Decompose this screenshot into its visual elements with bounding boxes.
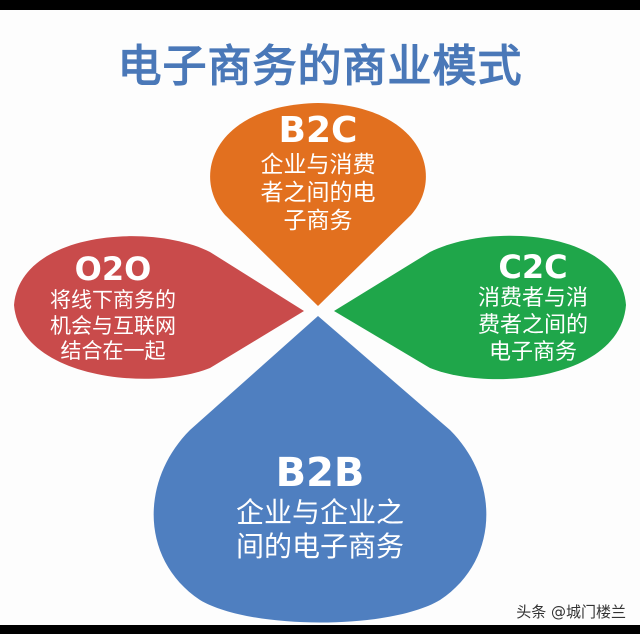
b2b-desc-line: 间的电子商务 [235, 530, 404, 564]
b2c-desc: 企业与消费 者之间的电 子商务 [218, 151, 418, 235]
b2b-desc-line: 企业与企业之 [235, 496, 404, 529]
c2c-petal [334, 235, 626, 380]
c2c-desc-line: 消费者与消 [477, 286, 588, 311]
o2o-desc-line: 机会与互联网 [50, 313, 176, 338]
o2o-code: O2O [74, 250, 152, 288]
b2b-petal [153, 316, 487, 623]
b2c-desc-line: 企业与消费 [260, 152, 376, 178]
b2b-label: B2B 企业与企业之 间的电子商务 [195, 450, 445, 564]
page-title: 电子商务的商业模式 [117, 41, 523, 92]
b2c-desc-line: 者之间的电 [260, 180, 376, 207]
c2c-desc-line: 费者之间的 [477, 312, 588, 338]
o2o-desc-line: 将线下商务的 [50, 288, 176, 312]
b2c-desc-line: 子商务 [283, 208, 353, 235]
o2o-petal [14, 236, 304, 379]
petal-shapes [14, 103, 626, 623]
b2c-petal [210, 103, 426, 306]
c2c-desc: 消费者与消 费者之间的 电子商务 [448, 286, 618, 366]
o2o-desc-line: 结合在一起 [60, 339, 166, 364]
o2o-desc: 将线下商务的 机会与互联网 结合在一起 [28, 288, 198, 365]
diagram-canvas: 电子商务的商业模式 B2C 企业与消费 者之间的电 子商务 O2O 将线下商务的… [0, 10, 640, 625]
c2c-code: C2C [498, 248, 568, 286]
c2c-desc-line: 电子商务 [488, 339, 577, 365]
b2c-code: B2C [278, 110, 358, 151]
watermark: 头条 @城门楼兰 [516, 603, 626, 621]
b2b-desc: 企业与企业之 间的电子商务 [195, 496, 445, 564]
b2b-code: B2B [275, 450, 365, 496]
o2o-label: O2O 将线下商务的 机会与互联网 结合在一起 [28, 250, 198, 365]
b2c-label: B2C 企业与消费 者之间的电 子商务 [218, 110, 418, 235]
c2c-label: C2C 消费者与消 费者之间的 电子商务 [448, 248, 618, 366]
